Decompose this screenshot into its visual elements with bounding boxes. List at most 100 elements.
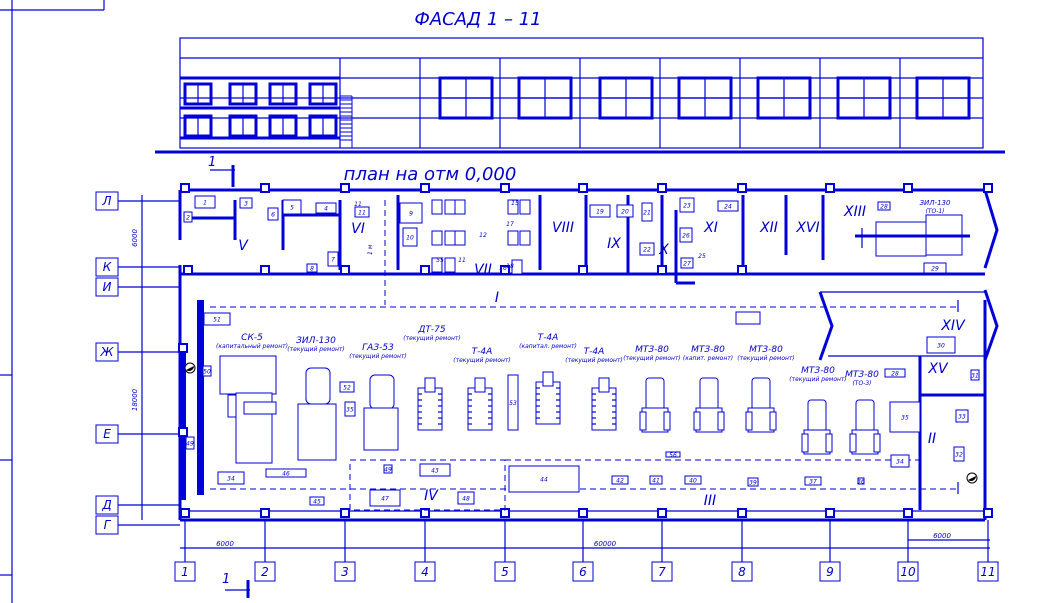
equipment-number: 31 bbox=[971, 373, 979, 380]
column bbox=[657, 265, 667, 275]
repair-stand bbox=[511, 259, 523, 275]
vehicle-label-mtz80-4-note: (текущий ремонт) bbox=[789, 376, 847, 383]
equipment-box bbox=[970, 369, 980, 381]
vehicle-sk5 bbox=[219, 355, 277, 395]
vehicle-stalls: СК-5(капитальный ремонт)ЗИЛ-130(текущий … bbox=[184, 325, 978, 484]
facade-elevation bbox=[155, 37, 1005, 154]
column bbox=[578, 265, 588, 275]
equipment-box bbox=[194, 195, 216, 209]
equipment-number: 19 bbox=[596, 209, 604, 216]
sheet-frame bbox=[0, 0, 105, 603]
equipment-number: 32 bbox=[955, 452, 963, 459]
room-I: I bbox=[495, 290, 499, 306]
vehicle-gaz53 bbox=[369, 374, 395, 410]
vehicle-zil130-body bbox=[297, 403, 337, 461]
vehicle-zil130 bbox=[305, 367, 331, 405]
equipment-box bbox=[735, 311, 761, 325]
axis-L: Л bbox=[101, 194, 111, 208]
equipment-number: 16 bbox=[499, 265, 507, 272]
column bbox=[657, 183, 667, 193]
equipment-number: 49 bbox=[186, 441, 194, 448]
axis-col-8: 8 bbox=[738, 565, 746, 579]
column bbox=[983, 508, 993, 518]
equipment-box bbox=[747, 477, 759, 487]
vehicle-label-gaz53: ГАЗ-53 bbox=[362, 343, 394, 353]
route-label: 1 м bbox=[367, 244, 374, 255]
equipment-number: 6 bbox=[271, 212, 275, 219]
room-VII: VII bbox=[474, 262, 492, 278]
axis-col-box bbox=[494, 561, 516, 582]
equipment-box bbox=[679, 227, 693, 243]
equipment-box bbox=[679, 197, 695, 213]
equipment-box bbox=[419, 463, 451, 477]
vehicle-label-mtz80-3: МТЗ-80 bbox=[749, 345, 783, 355]
dim-bay: 6000 bbox=[216, 540, 234, 548]
equipment-number: 44 bbox=[540, 477, 548, 484]
column bbox=[178, 427, 188, 437]
equipment-number: 28 bbox=[891, 371, 899, 378]
column bbox=[178, 343, 188, 353]
vehicle-label-t4a-3: Т-4А bbox=[584, 347, 605, 357]
repair-stand bbox=[431, 199, 443, 215]
column bbox=[903, 508, 913, 518]
dim-total: 60000 bbox=[594, 540, 617, 548]
column bbox=[737, 265, 747, 275]
svg-text:1: 1 bbox=[208, 155, 216, 170]
vehicle-label-dt75-note: (текущий ремонт) bbox=[403, 335, 461, 342]
equipment-number: 1 bbox=[203, 200, 207, 207]
section-mark-bottom: 1 bbox=[222, 572, 250, 598]
axis-col-2: 2 bbox=[261, 565, 269, 579]
dim-vert-main: 18000 bbox=[131, 388, 139, 411]
column bbox=[825, 183, 835, 193]
room-IX: IX bbox=[607, 236, 621, 252]
equipment-number: 49 bbox=[384, 467, 392, 474]
equipment-box bbox=[611, 475, 629, 485]
equipment-box bbox=[684, 475, 702, 485]
building-walls bbox=[178, 188, 999, 522]
axis-Zh: Ж bbox=[100, 345, 115, 359]
column bbox=[657, 508, 667, 518]
equipment-number: 42 bbox=[616, 478, 624, 485]
axis-col-box bbox=[334, 561, 356, 582]
axis-col-1: 1 bbox=[181, 565, 189, 579]
axis-col-box bbox=[414, 561, 436, 582]
equipment-number: 10 bbox=[406, 235, 414, 242]
column bbox=[737, 183, 747, 193]
vehicle-label-t4a-1: Т-4А bbox=[472, 347, 493, 357]
equipment-box bbox=[354, 206, 370, 218]
axis-col-7: 7 bbox=[658, 565, 666, 579]
equipment-number: 39 bbox=[749, 480, 757, 487]
column bbox=[340, 265, 350, 275]
vehicle-mtz80-2 bbox=[699, 377, 719, 411]
room-XI: XI bbox=[703, 220, 718, 236]
vehicle-label-mtz80-3-note: (текущий ремонт) bbox=[737, 355, 795, 362]
equipment-number: 18 bbox=[506, 263, 514, 270]
room-XIV: XIV bbox=[940, 318, 966, 334]
vehicle-label-t4a-1-note: (текущий ремонт) bbox=[453, 357, 511, 364]
equipment-number: 50 bbox=[203, 369, 211, 376]
equipment-number: 56 bbox=[669, 452, 677, 459]
equipment-box bbox=[890, 454, 910, 468]
equipment-number: 22 bbox=[643, 247, 651, 254]
dim-bay-right: 6000 bbox=[933, 532, 951, 540]
equipment-number: 48 bbox=[462, 496, 470, 503]
vehicle-label-zil130: ЗИЛ-130 bbox=[296, 336, 336, 346]
equipment-number: 47 bbox=[381, 496, 389, 503]
room-V: V bbox=[238, 238, 249, 254]
equipment-number: 34 bbox=[896, 459, 904, 466]
equipment-number: 8 bbox=[310, 266, 314, 273]
column bbox=[180, 508, 190, 518]
equipment-box bbox=[217, 471, 245, 485]
axis-col-box bbox=[572, 561, 594, 582]
vehicle-label-mtz80-5-note: (ТО-3) bbox=[852, 380, 871, 387]
repair-stand bbox=[431, 230, 443, 246]
equipment-box bbox=[309, 496, 325, 506]
plan-title: план на отм 0,000 bbox=[344, 164, 517, 185]
column bbox=[183, 265, 193, 275]
axis-col-10: 10 bbox=[900, 565, 916, 579]
equipment-number: 17 bbox=[506, 221, 514, 228]
axis-col-box bbox=[819, 561, 841, 582]
equipment-number: 11 bbox=[354, 201, 362, 208]
vehicle-label-mtz80-2-note: (капит. ремонт) bbox=[683, 355, 733, 362]
